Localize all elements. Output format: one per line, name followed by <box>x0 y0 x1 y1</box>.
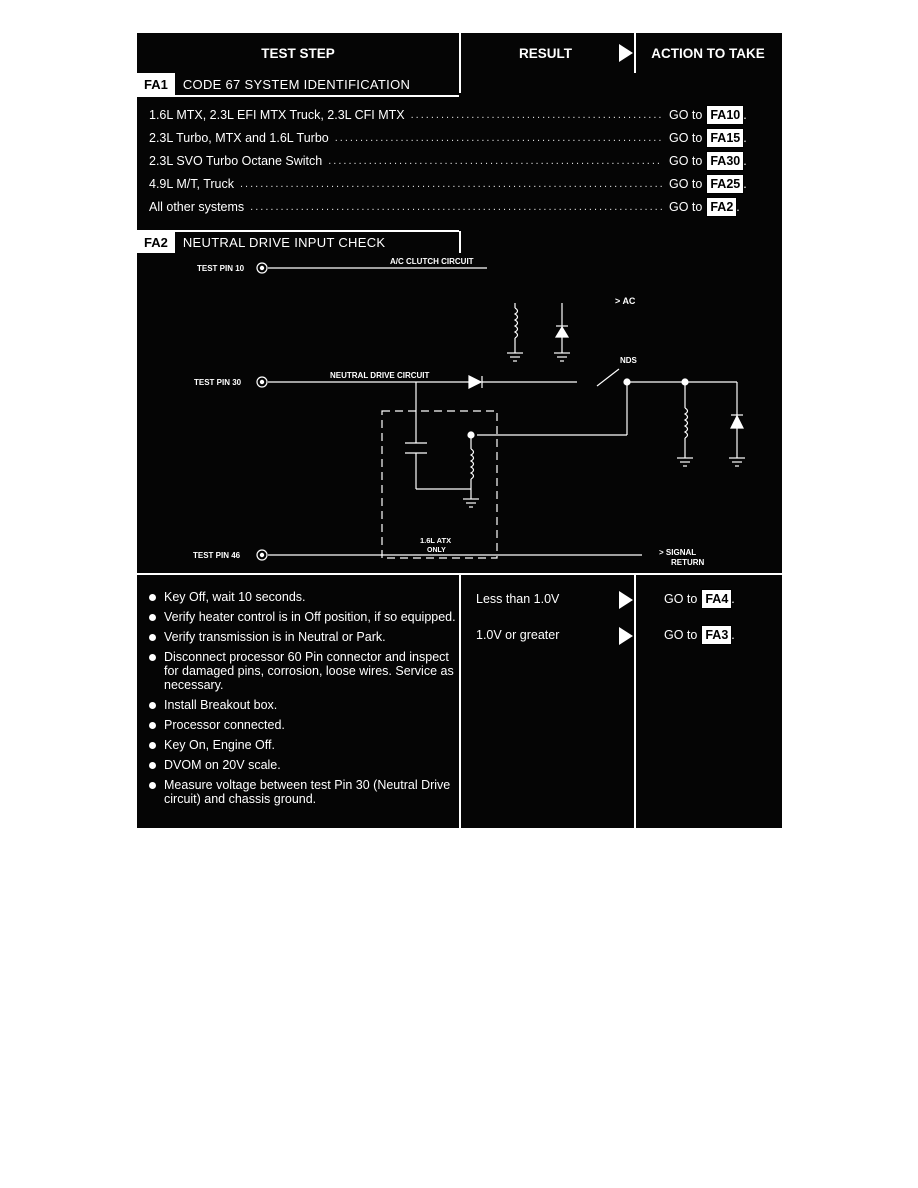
divider <box>459 33 461 93</box>
neutral-drive-label: NEUTRAL DRIVE CIRCUIT <box>330 371 430 380</box>
signal-return-label-2: RETURN <box>671 558 705 567</box>
fa2-title: NEUTRAL DRIVE INPUT CHECK <box>182 234 386 250</box>
divider <box>137 95 459 97</box>
result-value: Less than 1.0V <box>476 592 560 606</box>
pin30-terminal <box>256 376 268 388</box>
bullet-icon <box>149 722 156 729</box>
divider <box>634 33 636 73</box>
list-item: Processor connected. <box>149 718 459 732</box>
ac-label: > AC <box>615 296 636 306</box>
step-code[interactable]: FA4 <box>701 589 733 609</box>
step-code[interactable]: FA3 <box>701 625 733 645</box>
step-code[interactable]: FA2 <box>706 197 738 217</box>
coil-icon <box>513 307 519 339</box>
bullet-icon <box>149 634 156 641</box>
leader-dots: ........................................… <box>334 132 663 144</box>
step-code[interactable]: FA25 <box>706 174 745 194</box>
pin10-terminal <box>256 262 268 274</box>
diode-icon <box>468 375 483 389</box>
system-label: 1.6L MTX, 2.3L EFI MTX Truck, 2.3L CFI M… <box>149 108 405 122</box>
fa1-id: FA1 <box>137 73 175 95</box>
list-item: 2.3L SVO Turbo Octane Switch ...........… <box>149 151 769 171</box>
pin10-label: TEST PIN 10 <box>197 264 245 273</box>
list-item: 1.6L MTX, 2.3L EFI MTX Truck, 2.3L CFI M… <box>149 105 769 125</box>
pin46-label: TEST PIN 46 <box>193 551 241 560</box>
bullet-icon <box>149 594 156 601</box>
list-item: Key On, Engine Off. <box>149 738 459 752</box>
list-item: Install Breakout box. <box>149 698 459 712</box>
list-item: 2.3L Turbo, MTX and 1.6L Turbo .........… <box>149 128 769 148</box>
diagnostic-sheet: TEST STEP RESULT ACTION TO TAKE FA1 CODE… <box>137 33 782 828</box>
list-item: 4.9L M/T, Truck ........................… <box>149 174 769 194</box>
arrow-icon <box>619 591 633 609</box>
divider <box>459 573 461 828</box>
list-item: Key Off, wait 10 seconds. <box>149 590 459 604</box>
list-item: Measure voltage between test Pin 30 (Neu… <box>149 778 459 806</box>
atx-label: 1.6L ATX <box>420 536 451 545</box>
fa2-id: FA2 <box>137 231 175 253</box>
coil-icon <box>683 407 689 439</box>
ac-clutch-label: A/C CLUTCH CIRCUIT <box>390 257 474 266</box>
test-step-list: Key Off, wait 10 seconds. Verify heater … <box>149 590 459 812</box>
atx-only-label: ONLY <box>427 547 446 554</box>
leader-dots: ........................................… <box>328 155 663 167</box>
fa1-section-bar: FA1 CODE 67 SYSTEM IDENTIFICATION <box>137 73 418 95</box>
diode-icon <box>554 325 570 338</box>
diode-icon <box>730 414 744 429</box>
bullet-icon <box>149 782 156 789</box>
system-label: 2.3L Turbo, MTX and 1.6L Turbo <box>149 131 329 145</box>
test-step-header: TEST STEP <box>261 45 335 61</box>
step-code[interactable]: FA15 <box>706 128 745 148</box>
list-item: DVOM on 20V scale. <box>149 758 459 772</box>
leader-dots: ........................................… <box>410 109 663 121</box>
leader-dots: ........................................… <box>239 178 663 190</box>
divider <box>634 573 636 828</box>
step-code[interactable]: FA10 <box>706 105 745 125</box>
leader-dots: ........................................… <box>250 201 663 213</box>
pin30-label: TEST PIN 30 <box>194 378 242 387</box>
divider <box>459 231 461 253</box>
wiring-diagram: TEST PIN 10 A/C CLUTCH CIRCUIT > AC TEST… <box>193 257 745 567</box>
result-value: 1.0V or greater <box>476 628 560 642</box>
list-item: Disconnect processor 60 Pin connector an… <box>149 650 459 692</box>
list-item: All other systems ......................… <box>149 197 769 217</box>
bullet-icon <box>149 702 156 709</box>
system-label: 2.3L SVO Turbo Octane Switch <box>149 154 323 168</box>
list-item: Verify heater control is in Off position… <box>149 610 459 624</box>
fa1-title: CODE 67 SYSTEM IDENTIFICATION <box>182 76 411 92</box>
divider <box>137 230 459 232</box>
step-code[interactable]: FA30 <box>706 151 745 171</box>
pin46-terminal <box>256 549 268 561</box>
arrow-icon <box>619 627 633 645</box>
bullet-icon <box>149 762 156 769</box>
nds-label: NDS <box>620 356 638 365</box>
action-header: ACTION TO TAKE <box>651 45 765 61</box>
list-item: Verify transmission is in Neutral or Par… <box>149 630 459 644</box>
system-label: 4.9L M/T, Truck <box>149 177 234 191</box>
signal-return-label: > SIGNAL <box>659 548 696 557</box>
bullet-icon <box>149 742 156 749</box>
bullet-icon <box>149 654 156 661</box>
bullet-icon <box>149 614 156 621</box>
system-label: All other systems <box>149 200 245 214</box>
result-header: RESULT <box>519 45 572 61</box>
coil-icon <box>469 448 475 480</box>
arrow-icon <box>619 44 633 62</box>
fa2-section-bar: FA2 NEUTRAL DRIVE INPUT CHECK <box>137 231 393 253</box>
atx-box <box>381 410 498 559</box>
